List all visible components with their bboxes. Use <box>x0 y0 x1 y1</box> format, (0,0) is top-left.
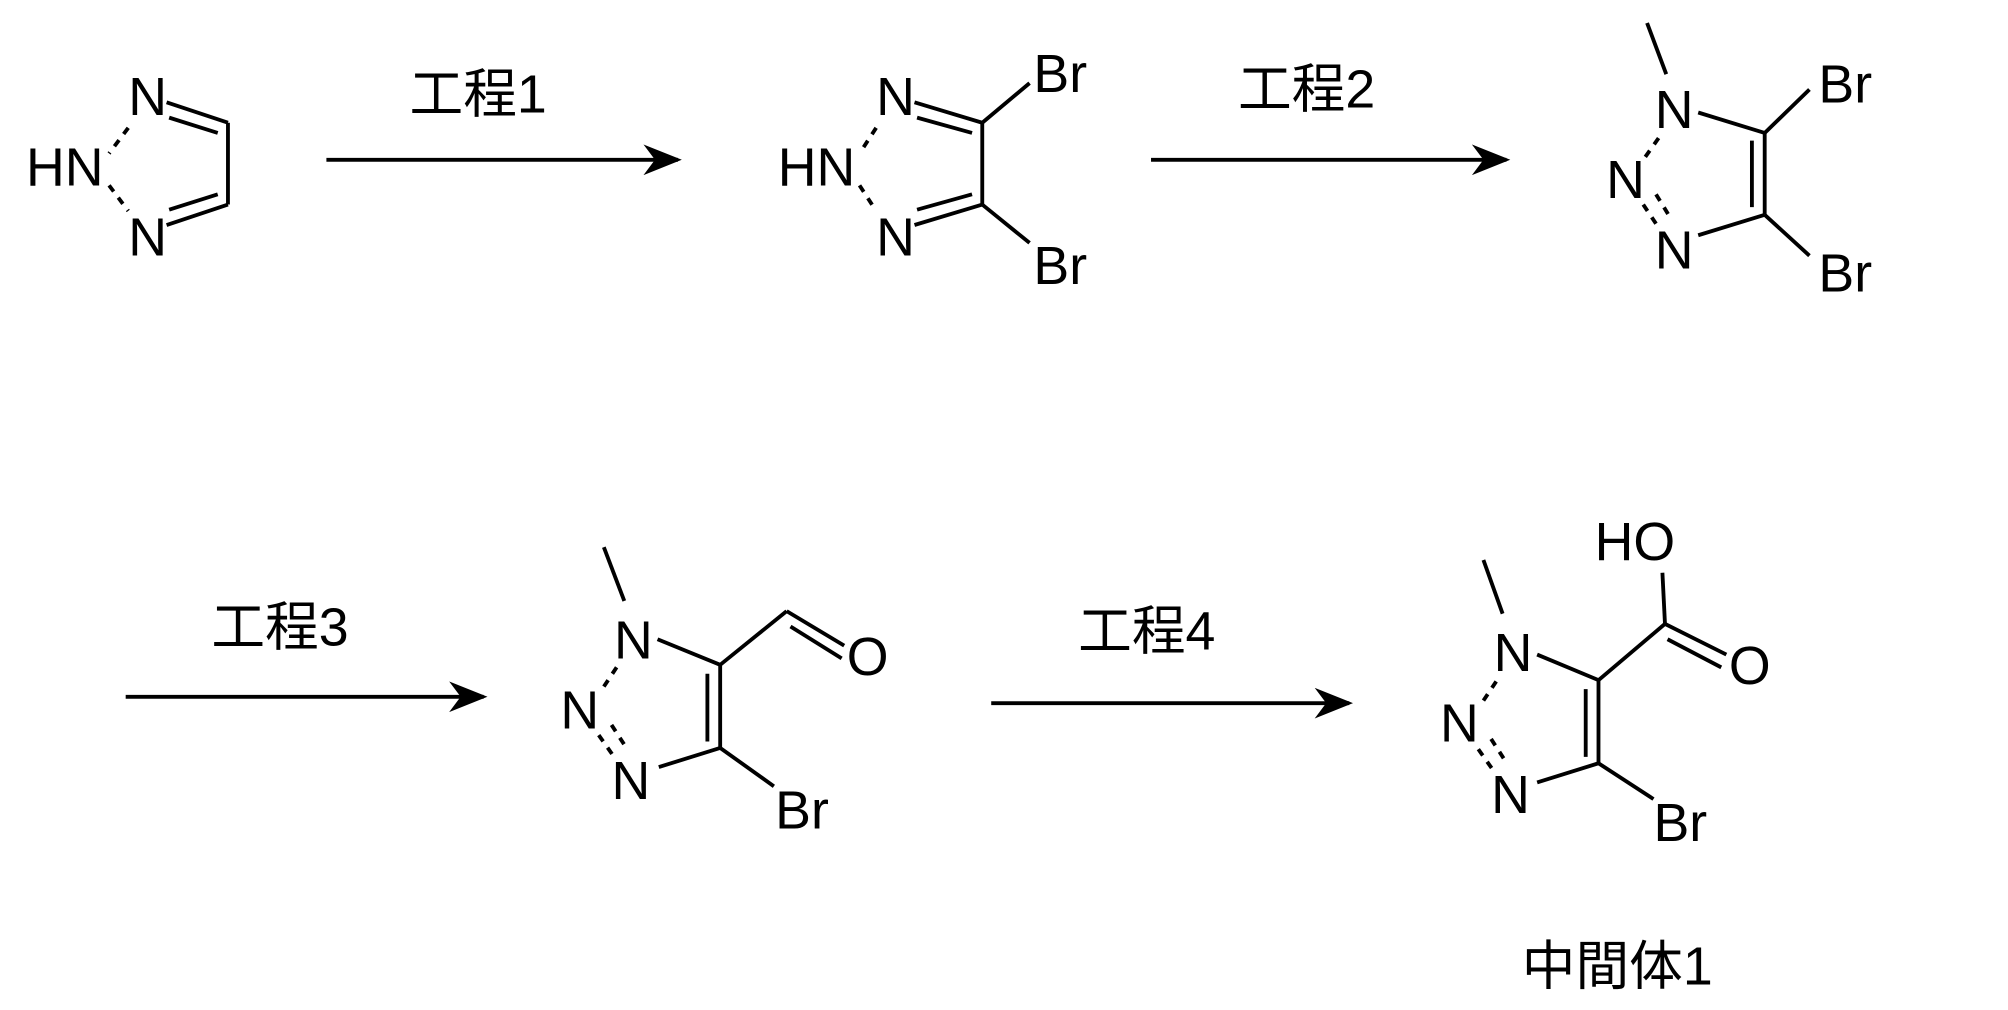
atom-o: O <box>847 627 889 687</box>
atom-br: Br <box>1818 243 1872 303</box>
atom-n: N <box>1440 694 1479 754</box>
molecule-dibromo-methyltriazole: N N N Br Br <box>1606 23 1872 303</box>
atom-hn: HN <box>778 137 856 197</box>
atom-br: Br <box>1653 793 1707 853</box>
atom-o: O <box>1729 636 1771 696</box>
atom-hn: HN <box>26 137 104 197</box>
step-label-1: 工程1 <box>410 65 547 125</box>
product-label: 中間体1 <box>1522 936 1713 996</box>
atom-ho: HO <box>1595 512 1676 572</box>
atom-br: Br <box>1033 236 1087 296</box>
atom-n: N <box>1606 150 1645 210</box>
atom-n: N <box>1655 80 1694 140</box>
atom-br: Br <box>1033 44 1087 104</box>
atom-br: Br <box>1818 54 1872 114</box>
molecule-dibromotriazole: N HN N Br Br <box>778 44 1087 296</box>
step-label-3: 工程3 <box>211 598 348 658</box>
molecule-intermediate-1: N N N HO O Br <box>1440 512 1771 853</box>
molecule-bromo-formyl-methyltriazole: N N N O Br <box>560 547 888 840</box>
atom-n: N <box>1494 623 1533 683</box>
step-label-4: 工程4 <box>1078 601 1215 661</box>
atom-n: N <box>612 751 651 811</box>
atom-n: N <box>876 67 915 127</box>
atom-n: N <box>1491 765 1530 825</box>
molecule-triazole: N HN N <box>26 67 228 268</box>
step-label-2: 工程2 <box>1238 59 1375 119</box>
atom-n: N <box>560 681 599 741</box>
atom-n: N <box>128 208 167 268</box>
atom-n: N <box>128 67 167 127</box>
atom-n: N <box>614 610 653 670</box>
atom-n: N <box>876 208 915 268</box>
atom-br: Br <box>775 780 829 840</box>
atom-n: N <box>1655 220 1694 280</box>
